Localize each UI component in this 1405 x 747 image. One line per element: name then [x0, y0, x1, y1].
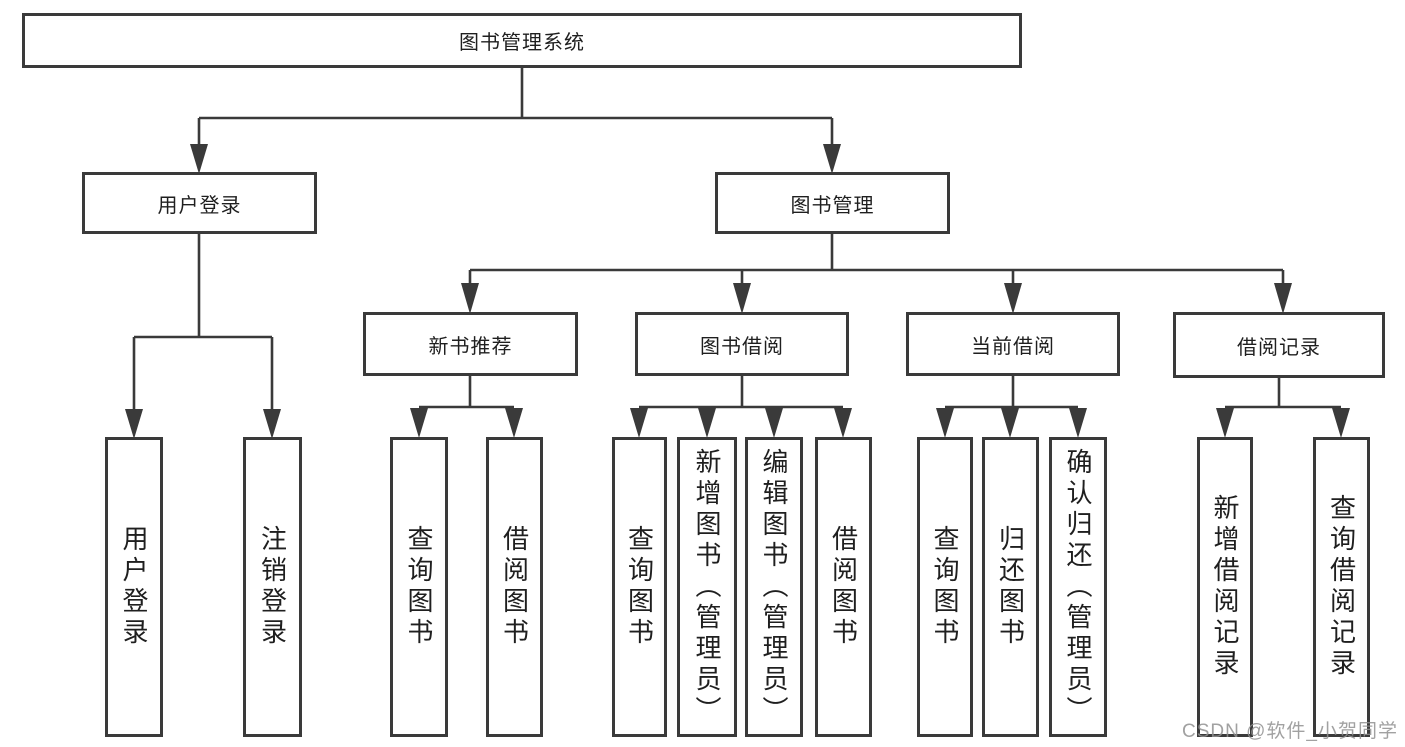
node-leaf-br-query-record: 查询借阅记录: [1313, 437, 1370, 737]
node-leaf-bb-query-book: 查询图书: [612, 437, 667, 737]
arrow-bb-leaf1: [630, 408, 648, 438]
node-leaf-bb-add-book: 新增图书（管理员）: [677, 437, 737, 737]
node-leaf-logout-label: 注销登录: [257, 525, 288, 649]
node-borrow-records: 借阅记录: [1173, 312, 1385, 378]
node-leaf-bb-borrow-book-label: 借阅图书: [828, 525, 859, 649]
arrow-ul-leaf1: [125, 409, 143, 439]
node-borrow-records-label: 借阅记录: [1237, 336, 1321, 359]
node-leaf-nbr-borrow-book-label: 借阅图书: [499, 525, 530, 649]
node-leaf-br-add-record-label: 新增借阅记录: [1210, 494, 1240, 680]
node-leaf-nbr-borrow-book: 借阅图书: [486, 437, 543, 737]
arrow-book-mgmt: [823, 144, 841, 174]
node-leaf-bb-edit-book-label: 编辑图书（管理员）: [759, 447, 789, 727]
node-user-login: 用户登录: [82, 172, 317, 234]
node-leaf-bb-edit-book: 编辑图书（管理员）: [745, 437, 803, 737]
node-leaf-bb-borrow-book: 借阅图书: [815, 437, 872, 737]
arrow-br: [1274, 283, 1292, 314]
arrow-cb-leaf2: [1001, 408, 1019, 438]
arrow-nbr: [461, 283, 479, 314]
node-leaf-nbr-query-book: 查询图书: [390, 437, 448, 737]
node-root-label: 图书管理系统: [459, 32, 585, 54]
node-leaf-user-login: 用户登录: [105, 437, 163, 737]
node-book-borrow: 图书借阅: [635, 312, 849, 376]
node-book-borrow-label: 图书借阅: [700, 335, 784, 358]
arrow-br-leaf2: [1332, 408, 1350, 438]
node-new-book-rec: 新书推荐: [363, 312, 578, 376]
arrow-nbr-leaf2: [505, 408, 523, 438]
arrow-cb-leaf1: [936, 408, 954, 438]
arrow-br-leaf1: [1216, 408, 1234, 438]
node-leaf-br-query-record-label: 查询借阅记录: [1326, 494, 1357, 680]
node-leaf-logout: 注销登录: [243, 437, 302, 737]
node-leaf-nbr-query-book-label: 查询图书: [404, 525, 434, 649]
arrow-cb: [1004, 283, 1022, 314]
node-new-book-rec-label: 新书推荐: [428, 335, 513, 358]
arrow-ul-leaf2: [263, 409, 281, 439]
node-leaf-cb-return-book: 归还图书: [982, 437, 1039, 737]
node-current-borrow: 当前借阅: [906, 312, 1120, 376]
arrow-bb-leaf2: [698, 408, 716, 438]
node-book-mgmt-label: 图书管理: [790, 194, 875, 217]
node-leaf-cb-query-book: 查询图书: [917, 437, 973, 737]
node-leaf-bb-query-book-label: 查询图书: [624, 525, 655, 649]
node-leaf-bb-add-book-label: 新增图书（管理员）: [692, 447, 722, 727]
node-leaf-cb-confirm-return-label: 确认归还（管理员）: [1063, 447, 1093, 727]
arrow-cb-leaf3: [1069, 408, 1087, 438]
node-book-mgmt: 图书管理: [715, 172, 950, 234]
arrow-bb: [733, 283, 751, 314]
node-leaf-user-login-label: 用户登录: [119, 525, 149, 649]
arrow-bb-leaf3: [765, 408, 783, 438]
node-leaf-cb-confirm-return: 确认归还（管理员）: [1049, 437, 1107, 737]
arrow-user-login: [190, 144, 208, 174]
node-leaf-cb-return-book-label: 归还图书: [995, 525, 1026, 649]
node-leaf-br-add-record: 新增借阅记录: [1197, 437, 1253, 737]
node-current-borrow-label: 当前借阅: [971, 335, 1055, 358]
node-root: 图书管理系统: [22, 13, 1022, 68]
watermark: CSDN @软件_小贺同学: [1182, 721, 1398, 742]
arrow-bb-leaf4: [834, 408, 852, 438]
node-user-login-label: 用户登录: [157, 194, 242, 217]
arrow-nbr-leaf1: [410, 408, 428, 438]
node-leaf-cb-query-book-label: 查询图书: [930, 525, 960, 649]
